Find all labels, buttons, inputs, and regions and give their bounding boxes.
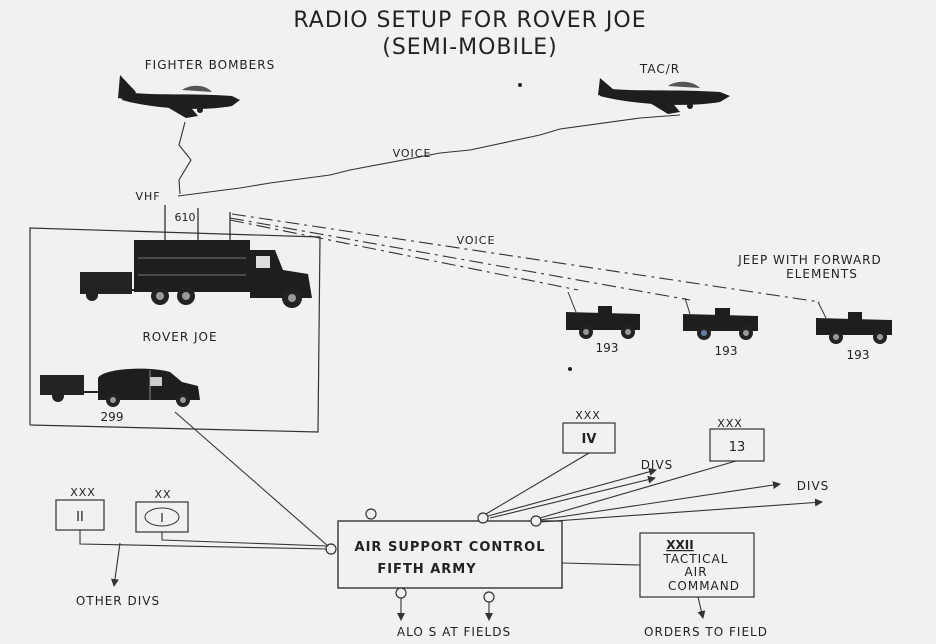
vhf-label: VHF [135, 190, 160, 203]
air-support-control-label: AIR SUPPORT CONTROL [355, 540, 546, 555]
tac-r-label: TAC/R [639, 62, 680, 76]
link-asc-to-divs-1b [489, 475, 656, 519]
stray-dot [568, 367, 572, 371]
tac-label-line3: COMMAND [668, 579, 740, 593]
air-support-control-box [337, 520, 563, 589]
link-asc-to-divs-2b [540, 498, 823, 523]
jeep-group-label-line1: JEEP WITH FORWARD [737, 253, 882, 267]
corps-iv-echelon: XXX [575, 409, 601, 422]
fighter-bombers-label: FIGHTER BOMBERS [145, 58, 275, 72]
diagram-subtitle: (SEMI-MOBILE) [382, 35, 557, 60]
link-asc-to-tac [561, 562, 641, 566]
division-i-designation: I [160, 511, 164, 525]
link-corps-xiii-to-asc [539, 460, 737, 519]
jeep-2 [683, 297, 758, 340]
asc-terminal-top-right [530, 515, 542, 527]
divs-label-1: DIVS [641, 458, 674, 472]
link-asc-to-divs-2 [539, 481, 781, 521]
link-to-other-divs [111, 542, 121, 587]
corps-iv-designation: IV [582, 432, 597, 447]
voice-ground-label: VOICE [457, 234, 496, 247]
asc-terminal-top-mid [477, 512, 489, 524]
corps-ii-echelon: XXX [70, 486, 96, 499]
voice-ground-link-3 [231, 213, 821, 303]
corps-xiii-echelon: XXX [717, 417, 743, 430]
set-610-label: 610 [175, 211, 196, 224]
asc-terminal-top-left [365, 508, 377, 520]
orders-to-field-label: ORDERS TO FIELD [644, 625, 768, 639]
voice-air-radio-link [177, 114, 681, 197]
jeep-1-number: 193 [596, 341, 619, 355]
tac-label-line2: AIR [684, 565, 707, 579]
fighter-bomber-aircraft [118, 75, 240, 118]
tac-r-aircraft [598, 78, 730, 114]
alos-at-fields-label: ALO S AT FIELDS [397, 625, 511, 639]
other-divs-label: OTHER DIVS [76, 594, 160, 608]
link-tac-to-orders [697, 596, 706, 619]
jeep-2-number: 193 [715, 344, 738, 358]
jeep-1 [566, 291, 640, 339]
tactical-air-command-box [639, 532, 755, 598]
corps-xiii-box [709, 428, 765, 462]
jeep-3-number: 193 [847, 348, 870, 362]
link-corps-ii-to-asc [79, 530, 328, 550]
vhf-radio-link [178, 121, 192, 195]
jeep-group-label-line2: ELEMENTS [786, 267, 858, 281]
fifth-army-label: FIFTH ARMY [377, 562, 476, 577]
radio-truck [80, 205, 312, 308]
rover-joe-car-number: 299 [101, 410, 124, 424]
link-division-i-to-asc [161, 532, 328, 547]
stray-dot [518, 83, 522, 87]
rover-joe-label: ROVER JOE [142, 330, 217, 344]
tac-label-line1: TACTICAL [663, 552, 729, 566]
rover-joe-enclosure [29, 227, 321, 433]
tac-unit-number: XXII [666, 538, 693, 552]
divs-label-2: DIVS [797, 479, 830, 493]
asc-terminal-bottom-right [483, 591, 495, 603]
voice-ground-link-1 [229, 219, 579, 291]
voice-air-label: VOICE [393, 147, 432, 160]
division-i-echelon: XX [154, 488, 171, 501]
corps-xiii-designation: 13 [729, 440, 746, 455]
division-i-oval [144, 507, 180, 527]
corps-ii-designation: II [76, 510, 84, 525]
link-rover-joe-to-asc [174, 411, 329, 547]
diagram-title: RADIO SETUP FOR ROVER JOE [293, 8, 646, 33]
jeep-3 [816, 301, 892, 344]
rover-joe-car [40, 368, 200, 407]
voice-ground-link-2 [229, 217, 691, 301]
link-asc-to-divs-1 [487, 467, 657, 517]
asc-terminal-bottom-left [395, 587, 407, 599]
link-corps-iv-to-asc [485, 452, 590, 515]
